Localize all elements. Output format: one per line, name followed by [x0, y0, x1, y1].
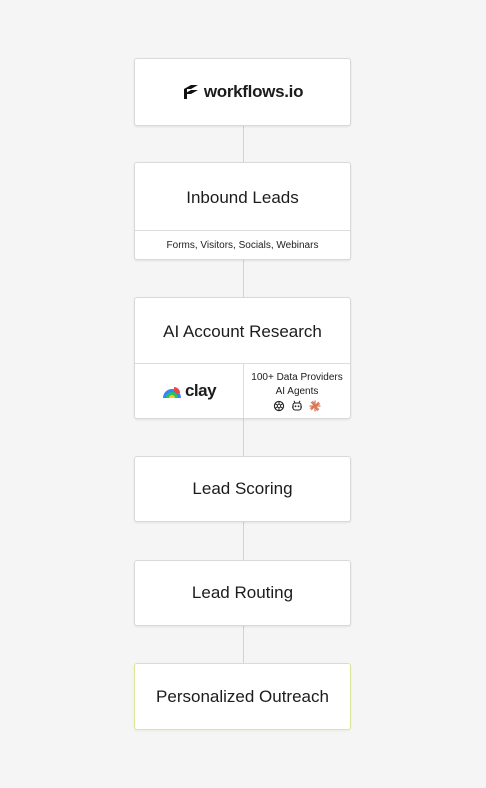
data-providers-label: 100+ Data Providers [251, 371, 343, 383]
workflows-logo-icon [183, 85, 198, 99]
workflows-logo: workflows.io [182, 82, 303, 102]
lead-scoring-node: Lead Scoring [134, 456, 351, 522]
lead-routing-node: Lead Routing [134, 560, 351, 626]
lead-scoring-title: Lead Scoring [192, 479, 293, 498]
clay-logo: clay [135, 364, 244, 418]
lead-routing-title: Lead Routing [191, 583, 294, 602]
ai-account-research-title: AI Account Research [163, 321, 322, 341]
clay-logo-text: clay [184, 381, 217, 400]
ai-agents-label: AI Agents [275, 385, 319, 397]
connector-line [243, 625, 244, 664]
connector-line [243, 125, 244, 163]
claude-icon [309, 399, 321, 412]
ai-account-research-node: AI Account Research clay 100+ Data Provi… [134, 297, 351, 419]
data-providers-cell: 100+ Data Providers AI Agents [244, 364, 350, 418]
connector-line [243, 521, 244, 560]
clay-logo-icon [162, 387, 181, 398]
inbound-leads-sources: Forms, Visitors, Socials, Webinars [135, 230, 350, 259]
connector-line [243, 418, 244, 457]
personalized-outreach-title: Personalized Outreach [156, 686, 329, 706]
workflows-logo-node: workflows.io [134, 58, 351, 126]
workflows-logo-text: workflows.io [203, 82, 304, 101]
connector-line [243, 259, 244, 297]
inbound-leads-node: Inbound Leads Forms, Visitors, Socials, … [134, 162, 351, 260]
openai-icon [273, 400, 285, 411]
agent-bot-icon [292, 400, 302, 411]
personalized-outreach-node: Personalized Outreach [134, 663, 351, 730]
research-tools-row: clay 100+ Data Providers AI Agents [135, 363, 350, 418]
inbound-leads-title: Inbound Leads [186, 187, 299, 207]
ai-agent-icons [273, 399, 321, 412]
